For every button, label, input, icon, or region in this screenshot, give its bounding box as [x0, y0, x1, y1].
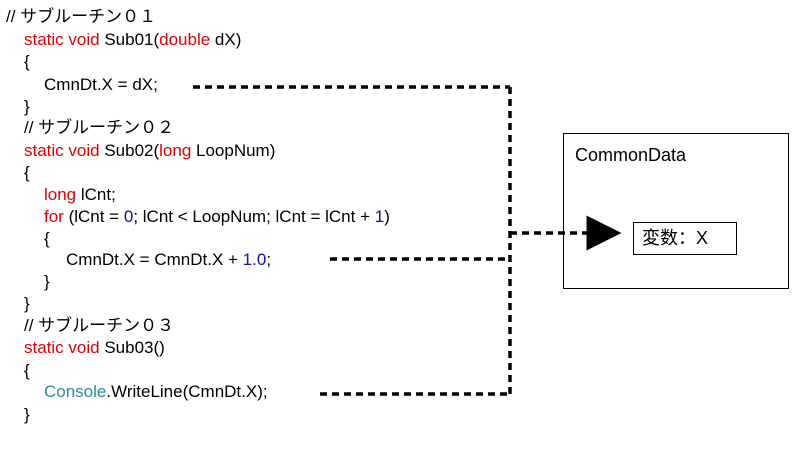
sub02-sig-name: Sub02(: [99, 141, 160, 160]
for-part-c: ): [384, 207, 390, 226]
sub01-comment: // サブルーチン０１: [6, 7, 157, 26]
sub01-close-brace: }: [24, 97, 30, 116]
sub02-signature: static void Sub02(long LoopNum): [24, 141, 275, 161]
sub03-sig-keyword: static void: [24, 338, 100, 357]
sub03-stmt-tail: .WriteLine(CmnDt.X);: [106, 382, 268, 401]
sub03-comment: // サブルーチン０３: [24, 316, 175, 335]
variable-x-box: 変数：X: [633, 222, 737, 255]
for-part-a: (lCnt =: [63, 207, 124, 226]
sub02-decl-tail: lCnt;: [76, 185, 116, 204]
sub03-open-brace: {: [24, 361, 30, 380]
console-type: Console: [44, 382, 107, 401]
sub02-statement: CmnDt.X = CmnDt.X + 1.0;: [66, 250, 271, 270]
sub01-sig-keyword: static void: [24, 30, 100, 49]
sub03-signature: static void Sub03(): [24, 338, 165, 358]
sub02-declaration: long lCnt;: [44, 185, 116, 205]
sub03-close-brace: }: [24, 405, 30, 424]
for-part-b: ; lCnt < LoopNum; lCnt = lCnt +: [133, 207, 375, 226]
sub02-stmt-c: ;: [266, 250, 272, 269]
sub01-signature: static void Sub01(double dX): [24, 30, 241, 50]
sub01-sig-name: Sub01(: [99, 30, 160, 49]
sub01-statement: CmnDt.X = dX;: [44, 75, 158, 94]
for-zero: 0: [123, 207, 134, 226]
sub02-open-brace: {: [24, 163, 30, 182]
common-data-title: CommonData: [575, 145, 687, 165]
sub02-close-brace: }: [24, 294, 30, 313]
sub02-for-loop: for (lCnt = 0; lCnt < LoopNum; lCnt = lC…: [44, 207, 390, 227]
common-data-box: CommonData: [563, 133, 789, 289]
sub02-decl-type: long: [44, 185, 77, 204]
sub02-stmt-a: CmnDt.X = CmnDt.X +: [66, 250, 243, 269]
sub02-comment: // サブルーチン０２: [24, 118, 175, 137]
sub03-sig-tail: Sub03(): [99, 338, 165, 357]
sub02-stmt-num: 1.0: [242, 250, 267, 269]
sub02-sig-keyword: static void: [24, 141, 100, 160]
sub01-sig-type: double: [159, 30, 211, 49]
for-one: 1: [374, 207, 385, 226]
sub02-sig-type: long: [159, 141, 192, 160]
sub03-statement: Console.WriteLine(CmnDt.X);: [44, 382, 268, 402]
for-close-brace: }: [44, 272, 50, 291]
for-keyword: for: [44, 207, 64, 226]
for-open-brace: {: [44, 229, 50, 248]
sub02-sig-tail: LoopNum): [191, 141, 276, 160]
sub01-sig-tail: dX): [210, 30, 242, 49]
sub01-open-brace: {: [24, 52, 30, 71]
